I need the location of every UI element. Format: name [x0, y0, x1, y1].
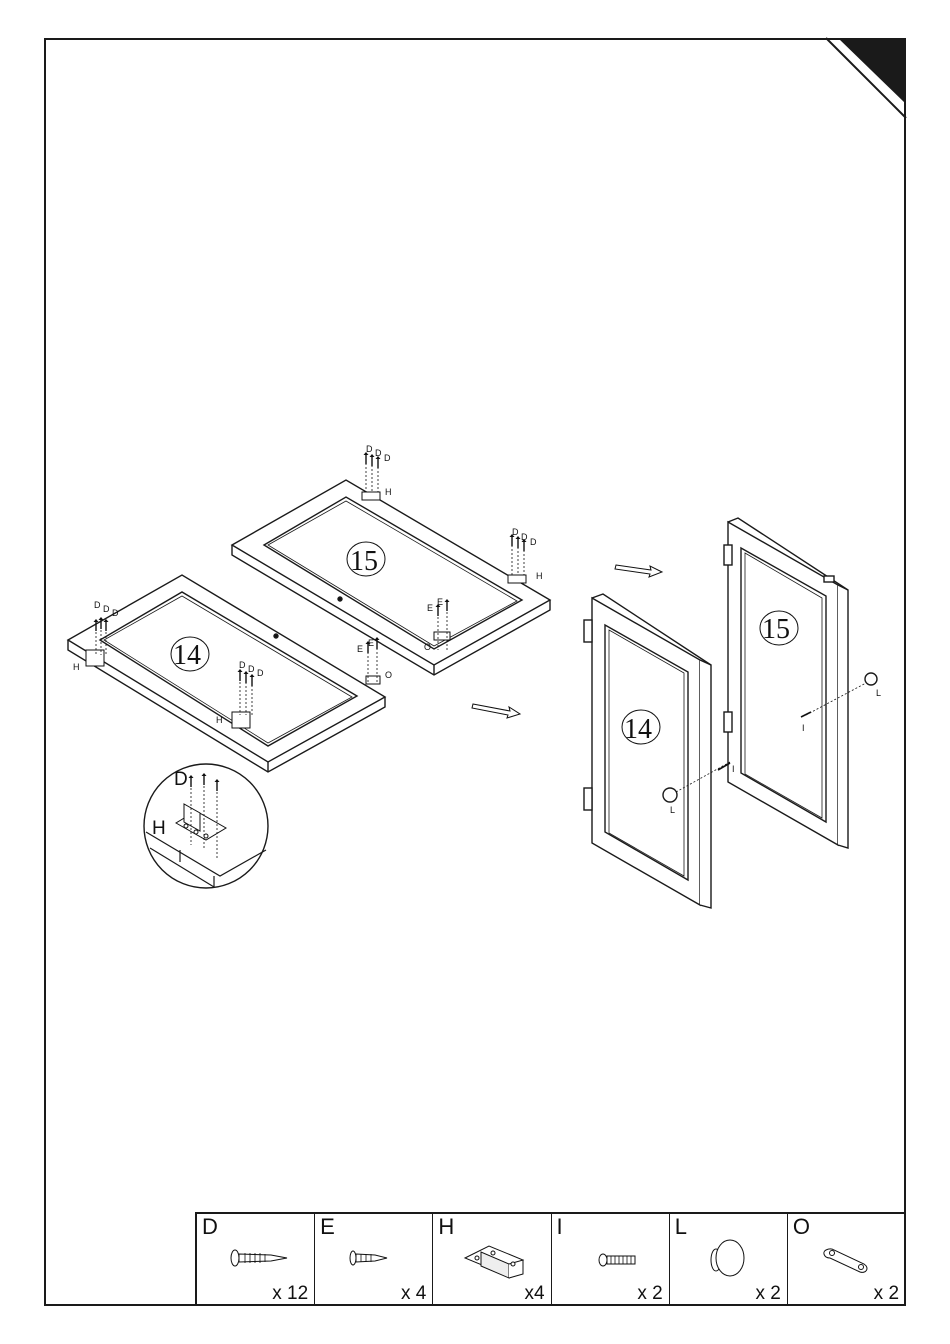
- label-h: H: [385, 487, 392, 497]
- door-panel-15-standing: [724, 518, 877, 848]
- part-quantity: x 4: [401, 1284, 426, 1304]
- label-d: D: [512, 527, 519, 537]
- label-h: H: [536, 571, 543, 581]
- part-quantity: x4: [524, 1284, 544, 1304]
- label-d: D: [239, 660, 246, 670]
- label-e: E: [357, 644, 363, 654]
- label-d: D: [366, 444, 373, 454]
- label-h: H: [216, 715, 223, 725]
- label-d: D: [248, 664, 255, 674]
- label-d: D: [257, 668, 264, 678]
- part-quantity: x 2: [637, 1284, 662, 1304]
- label-e: E: [437, 597, 443, 607]
- label-o: O: [424, 642, 431, 652]
- label-d: D: [94, 600, 101, 610]
- label-e: E: [427, 603, 433, 613]
- part-cell-h: H x4: [433, 1214, 551, 1306]
- label-i: I: [802, 723, 805, 733]
- label-e: E: [368, 638, 374, 648]
- hinge-icon: [433, 1236, 550, 1286]
- door-panel-14-standing: [584, 594, 711, 908]
- machine-screw-icon: [552, 1236, 669, 1286]
- label-d: D: [103, 604, 110, 614]
- part-cell-e: E x 4: [315, 1214, 433, 1306]
- label-i: I: [732, 764, 735, 774]
- part-quantity: x 2: [874, 1284, 899, 1304]
- part-cell-o: O x 2: [788, 1214, 905, 1306]
- part-cell-d: D x 12: [197, 1214, 315, 1306]
- part-cell-i: I x 2: [552, 1214, 670, 1306]
- label-d: D: [112, 608, 119, 618]
- part-quantity: x 2: [756, 1284, 781, 1304]
- label-l: L: [670, 805, 675, 815]
- label-o: O: [385, 670, 392, 680]
- wood-screw-icon: [197, 1236, 314, 1286]
- panel-14-label-standing: 14: [624, 714, 652, 745]
- knob-icon: [670, 1236, 787, 1286]
- part-cell-l: L x 2: [670, 1214, 788, 1306]
- part-quantity: x 12: [272, 1284, 308, 1304]
- short-screw-icon: [315, 1236, 432, 1286]
- detail-label-d: D: [174, 769, 188, 790]
- label-d: D: [521, 532, 528, 542]
- catch-plate-icon: [788, 1236, 905, 1286]
- label-l: L: [876, 688, 881, 698]
- corner-tab: [826, 38, 906, 118]
- label-h: H: [73, 662, 80, 672]
- label-d: D: [375, 448, 382, 458]
- detail-label-h: H: [152, 818, 166, 839]
- label-d: D: [384, 453, 391, 463]
- label-d: D: [530, 537, 537, 547]
- parts-list-table: D x 12 E x 4 H x4 I x 2: [195, 1212, 905, 1306]
